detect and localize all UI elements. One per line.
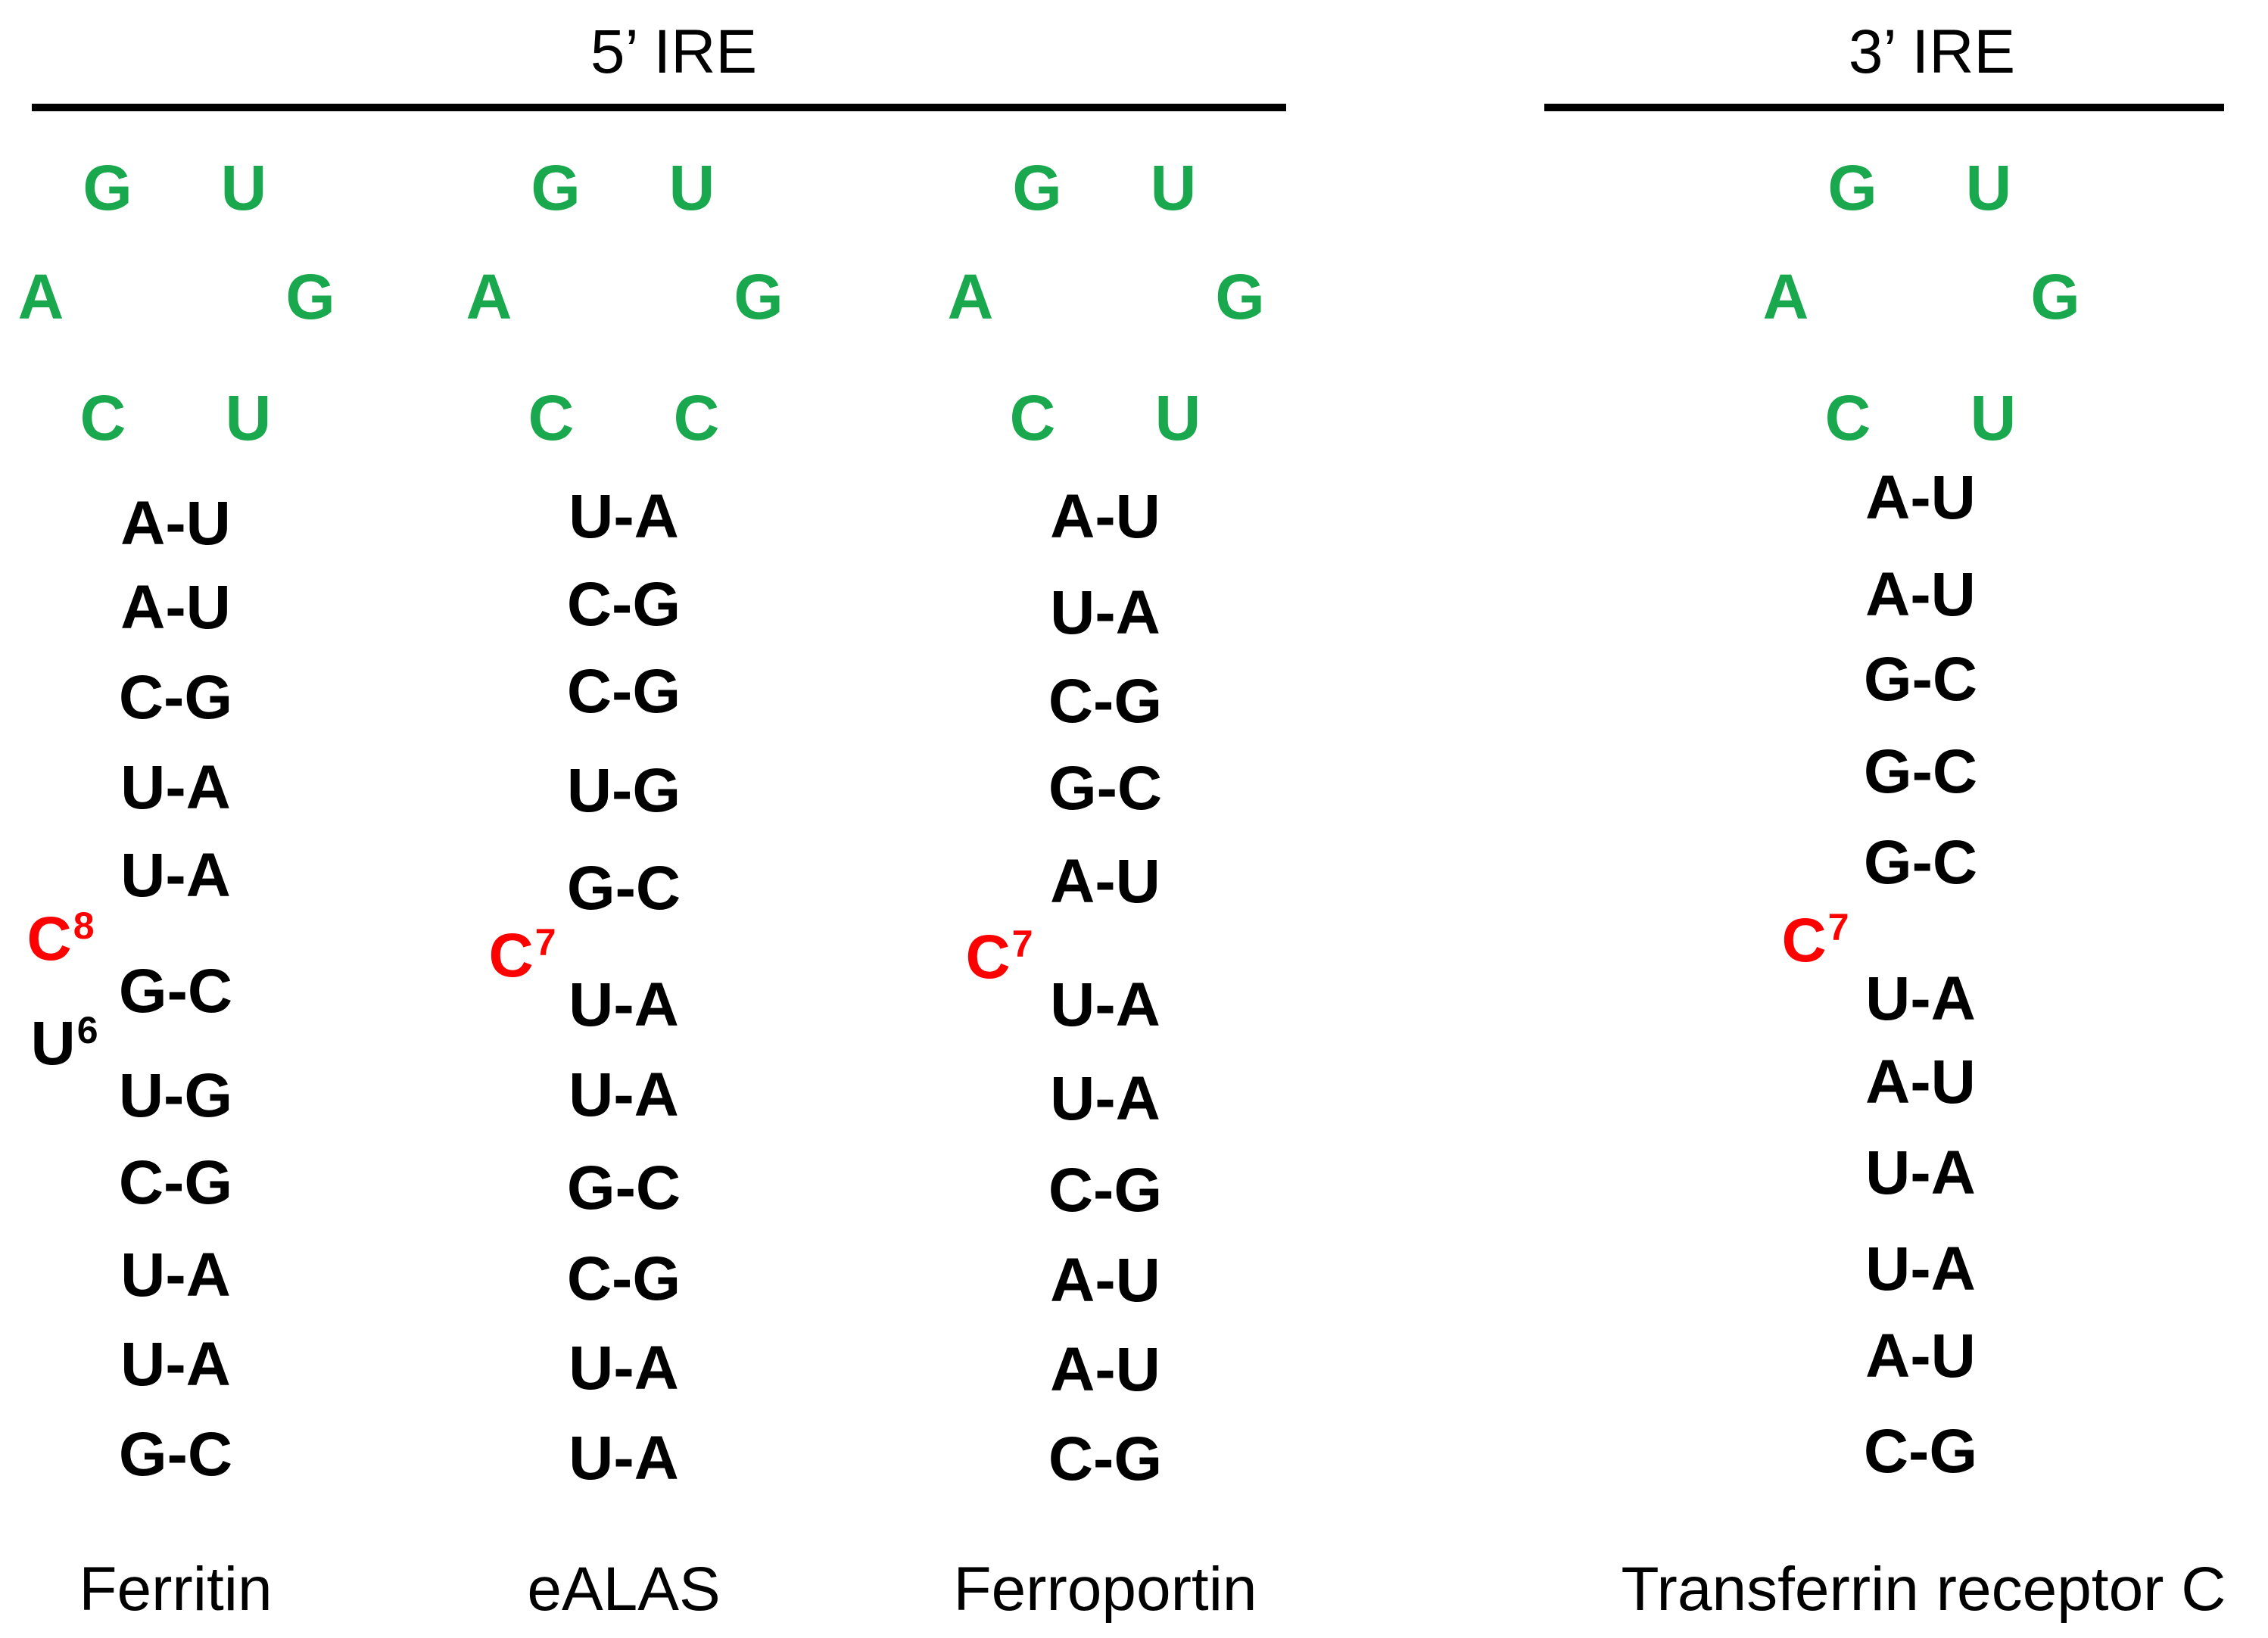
bulge-base: C bbox=[488, 921, 534, 990]
base-pair: G-C bbox=[1863, 645, 1978, 714]
structure-label: Ferroportin bbox=[953, 1555, 1257, 1624]
base-pair: A-U bbox=[120, 573, 231, 642]
base-pair: U-A bbox=[569, 1424, 679, 1493]
loop-nucleotide: G bbox=[1827, 152, 1877, 223]
header-5prime-rule bbox=[32, 104, 1286, 111]
bulge-nucleotide: C7 bbox=[1781, 908, 1849, 972]
loop-nucleotide: G bbox=[531, 152, 581, 223]
base-pair: G-C bbox=[118, 957, 233, 1026]
loop-nucleotide: A bbox=[947, 261, 994, 332]
base-pair: A-U bbox=[1050, 482, 1160, 551]
base-pair: G-C bbox=[566, 1154, 681, 1222]
base-pair: A-U bbox=[1865, 1048, 1976, 1116]
bulge-nucleotide: C8 bbox=[26, 907, 94, 970]
base-pair: U-A bbox=[1865, 1138, 1976, 1207]
loop-nucleotide: U bbox=[1970, 382, 2017, 453]
loop-nucleotide: U bbox=[225, 382, 272, 453]
base-pair: U-A bbox=[1050, 578, 1160, 647]
base-pair: C-G bbox=[1048, 667, 1163, 736]
base-pair: A-U bbox=[1050, 1335, 1160, 1404]
base-pair: G-C bbox=[566, 854, 681, 923]
bulge-index: 6 bbox=[76, 1009, 98, 1051]
loop-nucleotide: G bbox=[1012, 152, 1062, 223]
header-5prime-ire: 5’ IRE bbox=[590, 17, 758, 86]
bulge-index: 7 bbox=[534, 921, 556, 964]
base-pair: U-G bbox=[566, 756, 681, 825]
header-3prime-rule bbox=[1544, 104, 2224, 111]
header-3prime-ire: 3’ IRE bbox=[1848, 17, 2016, 86]
base-pair: U-A bbox=[1865, 1235, 1976, 1303]
loop-nucleotide: A bbox=[1762, 261, 1809, 332]
base-pair: C-G bbox=[566, 570, 681, 639]
loop-nucleotide: U bbox=[1150, 152, 1197, 223]
base-pair: C-G bbox=[1863, 1417, 1978, 1486]
base-pair: A-U bbox=[1865, 560, 1976, 629]
loop-nucleotide: G bbox=[734, 261, 784, 332]
bulge-base: C bbox=[26, 905, 72, 973]
base-pair: U-A bbox=[1050, 1064, 1160, 1133]
base-pair: G-C bbox=[1048, 754, 1163, 823]
loop-nucleotide: U bbox=[1154, 382, 1201, 453]
bulge-base: U bbox=[30, 1009, 76, 1078]
bulge-index: 8 bbox=[73, 905, 95, 947]
base-pair: U-G bbox=[118, 1061, 233, 1130]
bulge-nucleotide: C7 bbox=[965, 925, 1033, 989]
base-pair: U-A bbox=[120, 1241, 231, 1309]
bulge-base: C bbox=[1781, 906, 1827, 975]
base-pair: A-U bbox=[1050, 1246, 1160, 1315]
loop-nucleotide: G bbox=[285, 261, 335, 332]
loop-nucleotide: U bbox=[220, 152, 267, 223]
base-pair: U-A bbox=[569, 482, 679, 551]
bulge-nucleotide: U6 bbox=[30, 1011, 98, 1075]
loop-nucleotide: A bbox=[466, 261, 512, 332]
base-pair: U-A bbox=[569, 1060, 679, 1129]
loop-nucleotide: C bbox=[528, 382, 575, 453]
base-pair: G-C bbox=[1863, 828, 1978, 897]
bulge-nucleotide: C7 bbox=[488, 923, 556, 987]
base-pair: C-G bbox=[1048, 1425, 1163, 1493]
base-pair: U-A bbox=[120, 1330, 231, 1399]
base-pair: U-A bbox=[1050, 970, 1160, 1039]
base-pair: C-G bbox=[118, 1148, 233, 1217]
loop-nucleotide: C bbox=[673, 382, 720, 453]
loop-nucleotide: A bbox=[17, 261, 64, 332]
base-pair: A-U bbox=[1050, 847, 1160, 916]
base-pair: C-G bbox=[118, 663, 233, 732]
loop-nucleotide: C bbox=[1824, 382, 1871, 453]
bulge-index: 7 bbox=[1011, 923, 1033, 965]
base-pair: C-G bbox=[1048, 1156, 1163, 1225]
base-pair: U-A bbox=[1865, 964, 1976, 1033]
base-pair: U-A bbox=[120, 753, 231, 822]
base-pair: G-C bbox=[1863, 737, 1978, 806]
loop-nucleotide: G bbox=[1215, 261, 1265, 332]
base-pair: A-U bbox=[1865, 463, 1976, 532]
loop-nucleotide: G bbox=[83, 152, 132, 223]
loop-nucleotide: U bbox=[1965, 152, 2012, 223]
loop-nucleotide: G bbox=[2030, 261, 2080, 332]
base-pair: U-A bbox=[569, 1334, 679, 1403]
base-pair: C-G bbox=[566, 1244, 681, 1313]
base-pair: A-U bbox=[120, 489, 231, 558]
base-pair: G-C bbox=[118, 1420, 233, 1489]
structure-label: Ferritin bbox=[79, 1555, 273, 1624]
structure-label: eALAS bbox=[527, 1555, 721, 1624]
loop-nucleotide: U bbox=[668, 152, 715, 223]
structure-label: Transferrin receptor C bbox=[1621, 1555, 2226, 1624]
loop-nucleotide: C bbox=[1009, 382, 1056, 453]
base-pair: U-A bbox=[569, 970, 679, 1039]
loop-nucleotide: C bbox=[79, 382, 126, 453]
base-pair: U-A bbox=[120, 841, 231, 910]
base-pair: A-U bbox=[1865, 1322, 1976, 1390]
bulge-index: 7 bbox=[1827, 906, 1849, 948]
bulge-base: C bbox=[965, 923, 1011, 992]
base-pair: C-G bbox=[566, 657, 681, 726]
